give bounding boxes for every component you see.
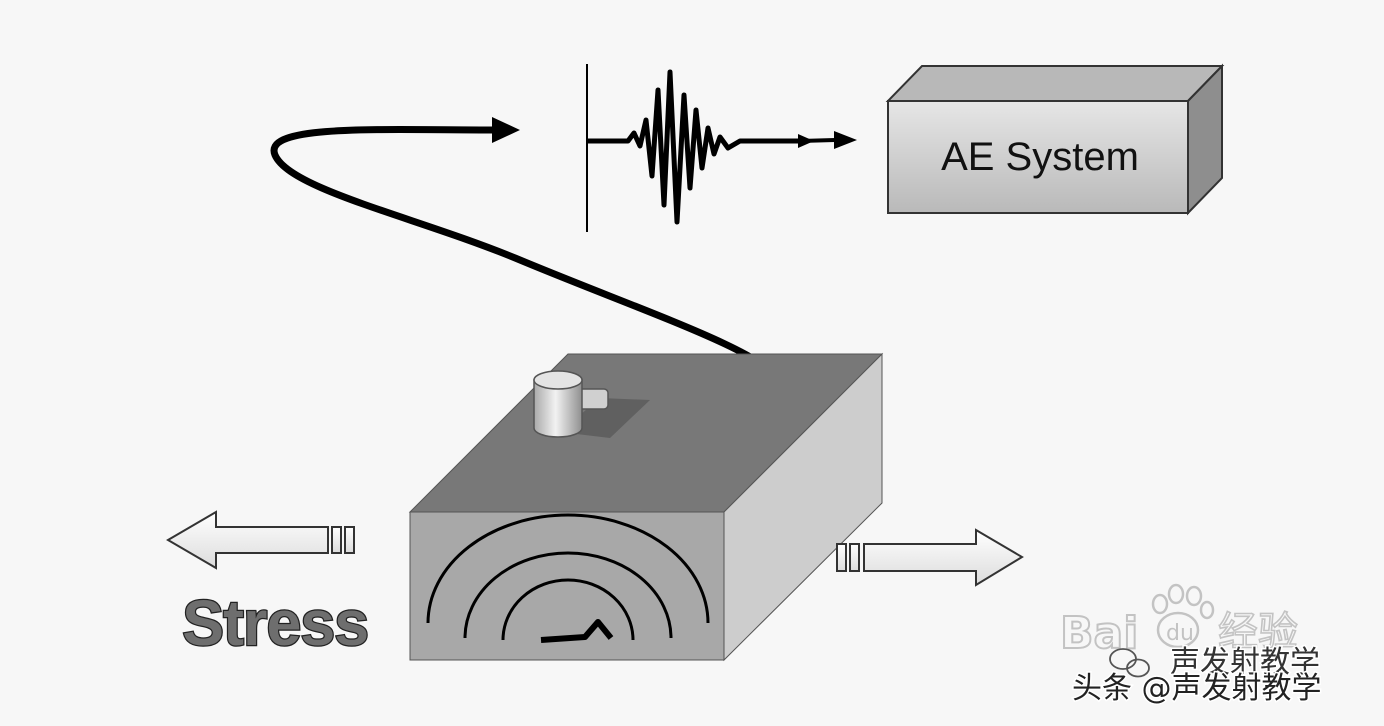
svg-text:du: du xyxy=(1166,621,1194,646)
waveform-output-arrowhead xyxy=(834,131,857,149)
sensor-icon xyxy=(533,370,650,438)
wave-front-inner xyxy=(501,578,635,641)
wechat-icon xyxy=(1109,648,1150,678)
ae-system-box: AE System xyxy=(885,63,1225,216)
waveform-icon xyxy=(586,64,857,232)
left-arrow-body xyxy=(166,510,329,570)
wechat-watermark: 声发射教学 xyxy=(1109,644,1322,682)
stress-arrow-right xyxy=(836,528,1024,587)
cable-arrowhead xyxy=(492,117,520,143)
waveform-trace xyxy=(588,69,800,225)
wave-front-icon xyxy=(426,513,710,641)
left-arrow-tick-1 xyxy=(331,526,342,554)
waveform-mid-arrowhead xyxy=(798,134,814,148)
specimen-block xyxy=(408,352,884,662)
ae-box-top xyxy=(885,65,1225,102)
toutiao-handle: 头条 @声发射教学 xyxy=(1072,671,1322,706)
stress-label: Stress xyxy=(182,588,368,659)
sensor-top xyxy=(533,370,583,390)
baidu-watermark: Bai du 经验 xyxy=(1059,583,1299,660)
right-arrow-tick-2 xyxy=(849,543,860,572)
left-arrow-tick-2 xyxy=(344,526,355,554)
baidu-suffix: 经验 xyxy=(1218,609,1298,655)
sensor-body xyxy=(533,379,583,438)
baidu-paw-icon: du xyxy=(1151,583,1215,649)
wave-front-outer xyxy=(426,513,710,624)
source-wavelet xyxy=(540,619,614,643)
right-arrow-body xyxy=(863,528,1024,587)
baidu-text: Bai xyxy=(1060,608,1138,659)
stress-arrow-left xyxy=(166,510,355,570)
ae-box-front xyxy=(887,100,1189,214)
wave-front-middle xyxy=(463,551,673,639)
wechat-name: 声发射教学 xyxy=(1170,645,1320,680)
ae-system-label: AE System xyxy=(941,135,1139,179)
right-arrow-tick-1 xyxy=(836,543,847,572)
